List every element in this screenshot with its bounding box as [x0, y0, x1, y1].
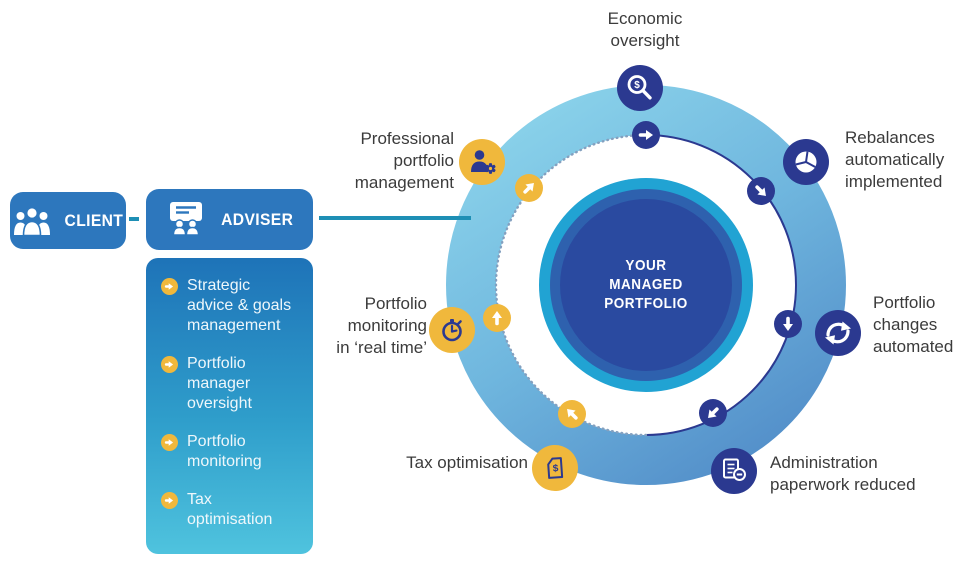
refresh-arrows-icon [815, 310, 861, 356]
document-dollar-icon: $ [532, 445, 578, 491]
person-gear-icon [459, 139, 505, 185]
feature-label-economic-oversight: Economic oversight [607, 9, 683, 50]
arrow-bullet-icon [161, 278, 178, 295]
service-label: Tax optimisation [187, 491, 273, 528]
svg-text:$: $ [552, 463, 559, 474]
list-item: Tax optimisation [161, 490, 298, 530]
list-item: Portfolio monitoring [161, 432, 298, 472]
arrow-bullet-icon [161, 492, 178, 509]
orbit-arrow-east-icon [774, 310, 802, 338]
orbit-arrow-ne-icon [747, 177, 775, 205]
service-label: Portfolio monitoring [187, 433, 262, 470]
orbit-arrow-sw-icon [558, 400, 586, 428]
magnifier-dollar-icon: $ [617, 65, 663, 111]
service-label: Portfolio manager oversight [187, 355, 252, 412]
feature-label-professional-management: Professional portfolio management [354, 129, 454, 192]
service-label: Strategic advice & goals management [187, 277, 292, 334]
center-title: YOUR MANAGED PORTFOLIO [604, 257, 688, 312]
feature-label-tax-optimisation: Tax optimisation [406, 453, 528, 472]
adviser-box: ADVISER [146, 189, 313, 250]
pie-chart-icon [783, 139, 829, 185]
feature-label-portfolio-monitoring: Portfolio monitoring in ‘real time’ [336, 294, 427, 357]
orbit-arrow-se-icon [699, 399, 727, 427]
adviser-diagram-connector-line [319, 216, 471, 220]
arrow-bullet-icon [161, 356, 178, 373]
orbit-arrow-nw-icon [515, 174, 543, 202]
feature-label-administration: Administration paperwork reduced [770, 453, 916, 494]
center-core-circle [560, 199, 732, 371]
client-label: CLIENT [64, 210, 123, 230]
people-group-icon [13, 206, 50, 236]
feature-label-rebalances: Rebalances automatically implemented [845, 128, 945, 191]
arrow-bullet-icon [161, 434, 178, 451]
client-adviser-connector-dash [129, 217, 139, 221]
presentation-people-icon [169, 201, 202, 236]
adviser-services-list: Strategic advice & goals management Port… [146, 258, 313, 554]
client-box: CLIENT [10, 192, 126, 249]
orbit-arrow-top-icon [632, 121, 660, 149]
list-item: Strategic advice & goals management [161, 276, 298, 336]
svg-text:$: $ [634, 80, 640, 91]
adviser-label: ADVISER [220, 209, 294, 229]
orbit-arrow-west-icon [483, 304, 511, 332]
stopwatch-icon [429, 307, 475, 353]
feature-label-portfolio-changes: Portfolio changes automated [873, 293, 954, 356]
list-item: Portfolio manager oversight [161, 354, 298, 414]
document-minus-icon [711, 448, 757, 494]
